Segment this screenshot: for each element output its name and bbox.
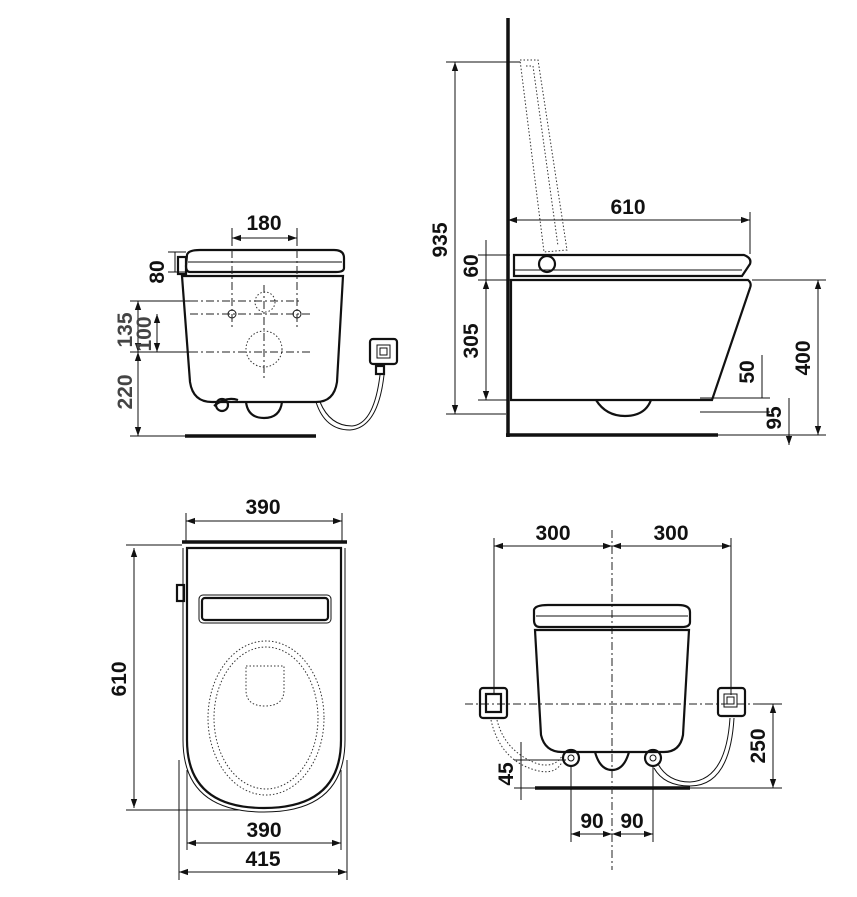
dim-50: 50 — [736, 360, 759, 383]
dim-300-left: 300 — [535, 522, 570, 545]
side-outlet — [595, 399, 653, 418]
dim-250: 250 — [747, 728, 770, 763]
dim-935: 935 — [429, 222, 452, 257]
rear-body — [533, 628, 691, 754]
dim-305: 305 — [460, 323, 483, 358]
dim-180: 180 — [246, 212, 281, 235]
side-bowl — [509, 278, 752, 402]
rear-lid — [532, 603, 692, 629]
front-view: 180 80 135 100 220 — [114, 212, 399, 438]
rear-view: 300 300 250 45 90 90 — [465, 522, 782, 870]
front-hole-upper — [254, 291, 276, 313]
dim-90-left: 90 — [580, 810, 603, 833]
front-socket-box — [368, 337, 399, 366]
side-hinge — [537, 254, 557, 274]
dim-300-right: 300 — [653, 522, 688, 545]
side-open-lid — [519, 59, 568, 253]
top-view: 390 610 390 415 — [108, 496, 348, 880]
rear-hose — [657, 717, 731, 783]
dim-90-right: 90 — [620, 810, 643, 833]
top-outline — [185, 546, 343, 810]
front-side-button — [176, 255, 188, 276]
dim-415: 415 — [245, 848, 280, 871]
dim-390-bottom: 390 — [246, 819, 281, 842]
dim-80: 80 — [146, 260, 169, 283]
top-bowl-dotted — [207, 640, 325, 796]
front-bowl — [180, 274, 345, 404]
dim-610-side: 610 — [610, 196, 645, 219]
dim-60: 60 — [460, 254, 483, 277]
dim-135: 135 — [114, 312, 137, 347]
side-view: 935 610 60 305 400 50 95 — [429, 18, 826, 445]
dim-610-top: 610 — [108, 661, 131, 696]
front-hose — [315, 374, 385, 431]
dim-95: 95 — [763, 406, 786, 430]
dim-100: 100 — [133, 316, 156, 351]
top-control-panel — [200, 596, 330, 622]
dim-400: 400 — [792, 340, 815, 375]
dim-220: 220 — [114, 374, 137, 409]
dim-390-top: 390 — [245, 496, 280, 519]
dim-45: 45 — [495, 762, 518, 786]
front-outlet — [244, 401, 284, 420]
side-seat — [512, 253, 752, 278]
front-lid — [184, 248, 346, 274]
